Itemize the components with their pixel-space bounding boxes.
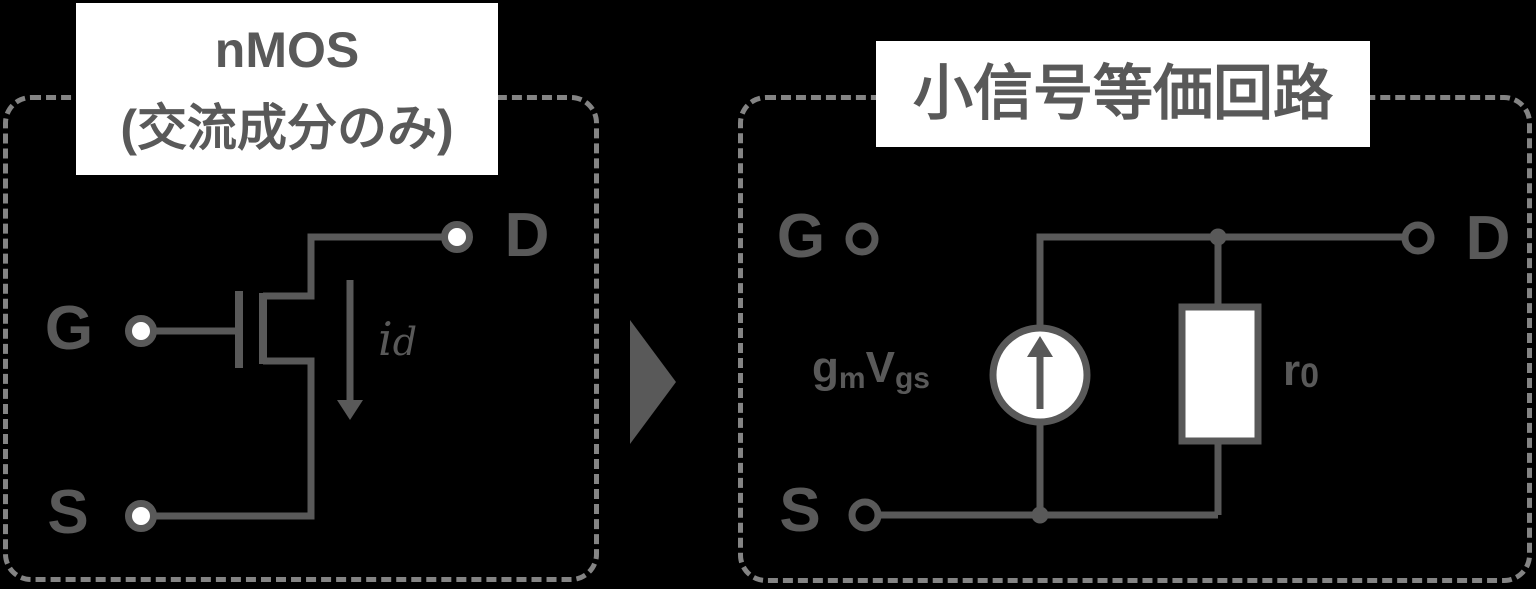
- source-terminal-node-right: [848, 498, 882, 532]
- bottom-junction-dot: [1031, 506, 1049, 524]
- r-symbol: r: [1283, 346, 1301, 395]
- nmos-circuit: [125, 221, 473, 532]
- resistor-value-label: r0: [1283, 346, 1320, 395]
- drain-terminal-node: [441, 221, 473, 253]
- drain-current-label: id: [378, 316, 417, 362]
- drain-label-left: D: [504, 201, 550, 270]
- gate-label-left: G: [44, 294, 94, 363]
- top-junction-dot: [1209, 228, 1227, 246]
- gate-terminal-node-right: [845, 222, 879, 256]
- equivalent-circuit-title: 小信号等価回路: [876, 41, 1370, 147]
- source-wire: [154, 357, 315, 520]
- nmos-panel-title: nMOS (交流成分のみ): [76, 3, 498, 175]
- equivalent-circuit-title-text: 小信号等価回路: [913, 60, 1333, 127]
- drain-label-right: D: [1465, 204, 1511, 273]
- nmos-title-line2: (交流成分のみ): [120, 100, 454, 156]
- r-subscript: 0: [1300, 357, 1320, 395]
- drain-wire: [263, 233, 443, 300]
- gm-symbol: g: [812, 343, 839, 392]
- drain-current-symbol: i: [378, 312, 393, 366]
- current-source-arrowhead-icon: [1027, 336, 1053, 357]
- drain-current-subscript: d: [392, 320, 418, 364]
- transform-arrow-icon: [630, 320, 676, 444]
- gate-terminal-node: [125, 315, 157, 347]
- source-label-right: S: [779, 476, 821, 545]
- current-source-value-label: gmVgs: [812, 346, 930, 394]
- source-terminal-node: [125, 500, 157, 532]
- resistor-body: [1178, 303, 1262, 445]
- nmos-title-line1: nMOS: [214, 22, 360, 78]
- gm-subscript: m: [838, 362, 866, 395]
- drain-current-arrowhead-icon: [337, 400, 363, 420]
- vgs-symbol: V: [865, 343, 895, 392]
- drain-top-wire: [1036, 233, 1405, 326]
- source-label-left: S: [47, 478, 89, 547]
- drain-terminal-node-right: [1401, 221, 1435, 255]
- equivalent-circuit: [845, 221, 1435, 532]
- gate-label-right: G: [776, 202, 826, 271]
- vgs-subscript: gs: [894, 362, 930, 395]
